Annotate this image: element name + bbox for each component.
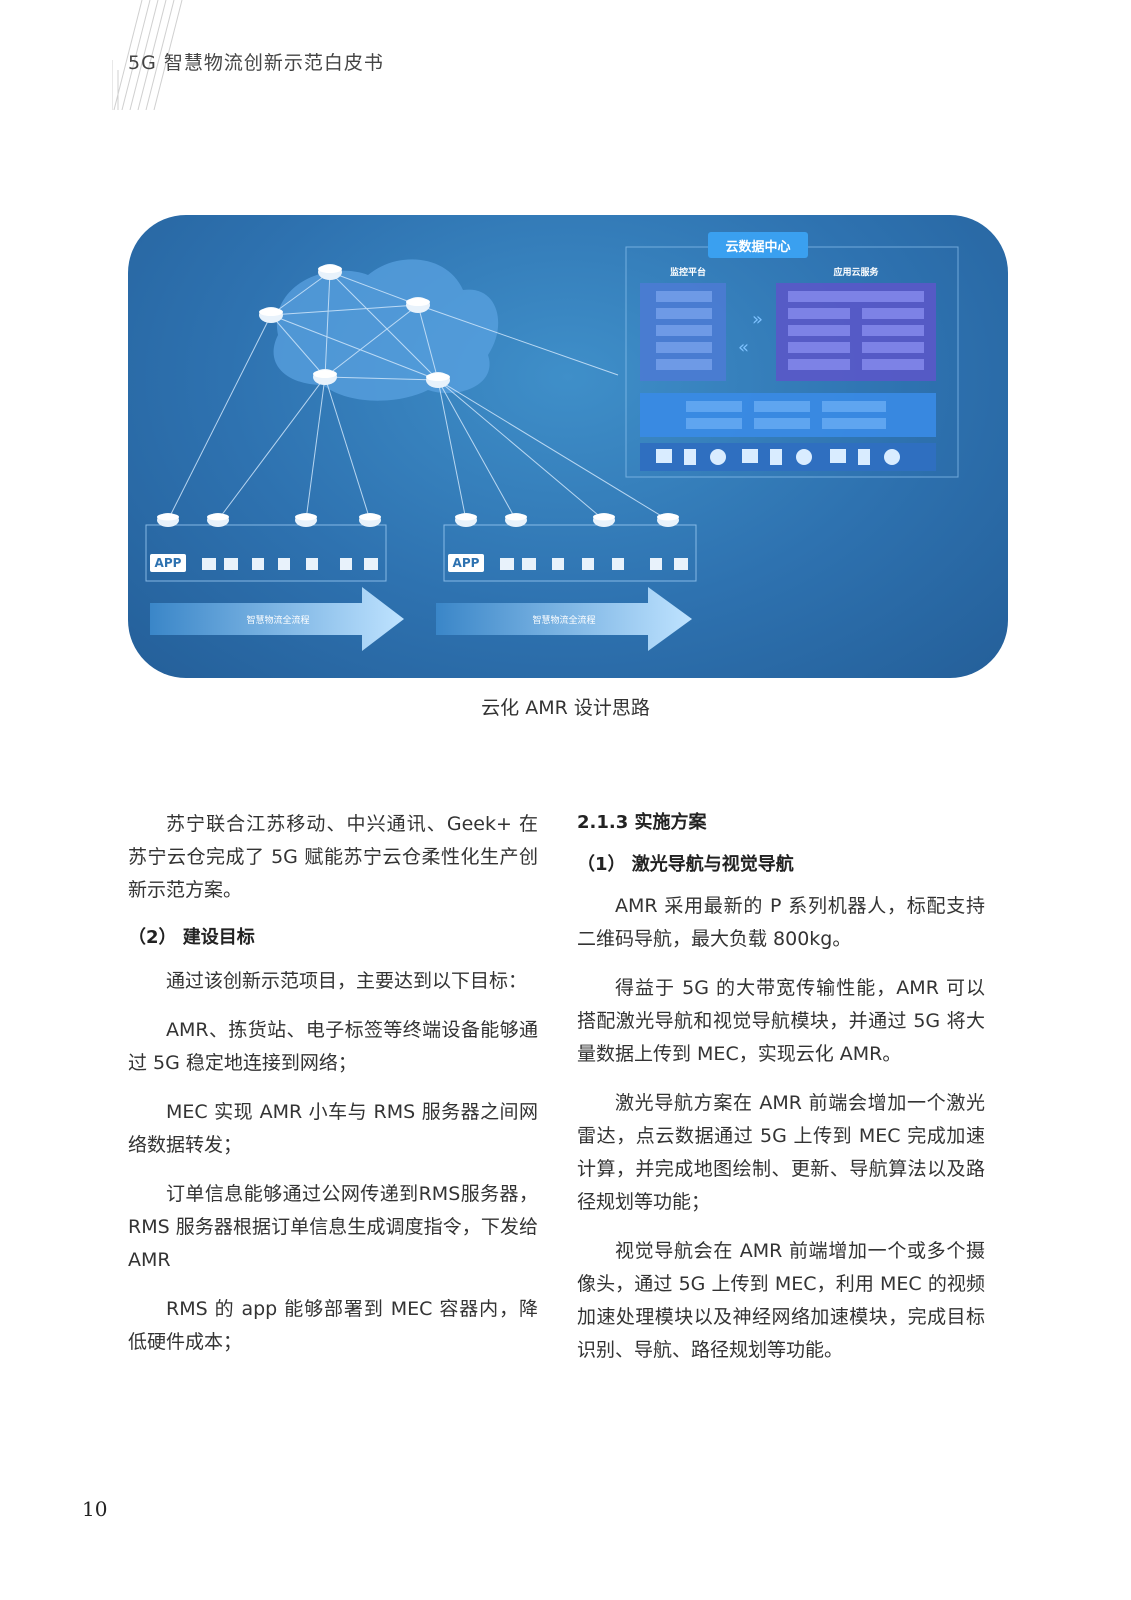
monitor-platform-label: 监控平台 [670,266,706,278]
body-paragraph: 得益于 5G 的大带宽传输性能，AMR 可以搭配激光导航和视觉导航模块，并通过 … [577,977,985,1065]
cloud-data-center-panel: 云数据中心 监控平台 应用云服务 » « [625,232,959,478]
router-icons [259,264,450,388]
body-paragraph: 激光导航方案在 AMR 前端会增加一个激光雷达，点云数据通过 5G 上传到 ME… [577,1092,985,1213]
goal-item: MEC 实现 AMR 小车与 RMS 服务器之间网络数据转发； [128,1101,538,1156]
app-cloud-service-label: 应用云服务 [833,266,879,278]
intro-paragraph: 苏宁联合江苏移动、中兴通讯、Geek+ 在苏宁云仓完成了 5G 赋能苏宁云仓柔性… [128,813,538,901]
sub-heading: （1） 激光导航与视觉导航 [577,854,794,875]
body-paragraph: AMR 采用最新的 P 系列机器人，标配支持二维码导航，最大负载 800kg。 [577,895,985,950]
section-heading: 2.1.3 实施方案 [577,812,707,833]
left-column: 苏宁联合江苏移动、中兴通讯、Geek+ 在苏宁云仓完成了 5G 赋能苏宁云仓柔性… [128,808,538,1375]
page-number: 10 [82,1497,108,1521]
goals-intro: 通过该创新示范项目，主要达到以下目标： [166,970,528,992]
svg-text:«: « [738,337,749,358]
site-group-2: APP [443,513,697,582]
right-column: 2.1.3 实施方案 （1） 激光导航与视觉导航 AMR 采用最新的 P 系列机… [577,808,985,1383]
document-header-title: 5G 智慧物流创新示范白皮书 [128,52,384,74]
flow-arrows: 智慧物流全流程 智慧物流全流程 [150,587,692,651]
cloud-amr-diagram: 云数据中心 监控平台 应用云服务 » « [128,215,1008,678]
app-badge-1: APP [155,556,182,570]
site-group-1: APP [145,513,387,582]
goal-item: 订单信息能够通过公网传递到RMS服务器，RMS 服务器根据订单信息生成调度指令，… [128,1183,538,1271]
goals-heading: （2） 建设目标 [128,927,255,948]
header-decoration-lines [112,0,183,110]
figure-caption: 云化 AMR 设计思路 [481,697,650,719]
diagram-graphic: 云数据中心 监控平台 应用云服务 » « [145,232,959,651]
app-badge-2: APP [453,556,480,570]
flow-label-2: 智慧物流全流程 [532,614,595,626]
svg-text:»: » [752,309,763,330]
flow-label-1: 智慧物流全流程 [246,614,309,626]
goal-item: RMS 的 app 能够部署到 MEC 容器内，降低硬件成本； [128,1298,538,1353]
mesh-links [167,271,669,521]
body-paragraph: 视觉导航会在 AMR 前端增加一个或多个摄像头，通过 5G 上传到 MEC，利用… [577,1240,985,1361]
goal-item: AMR、拣货站、电子标签等终端设备能够通过 5G 稳定地连接到网络； [128,1019,538,1074]
cloud-center-title: 云数据中心 [725,239,790,255]
